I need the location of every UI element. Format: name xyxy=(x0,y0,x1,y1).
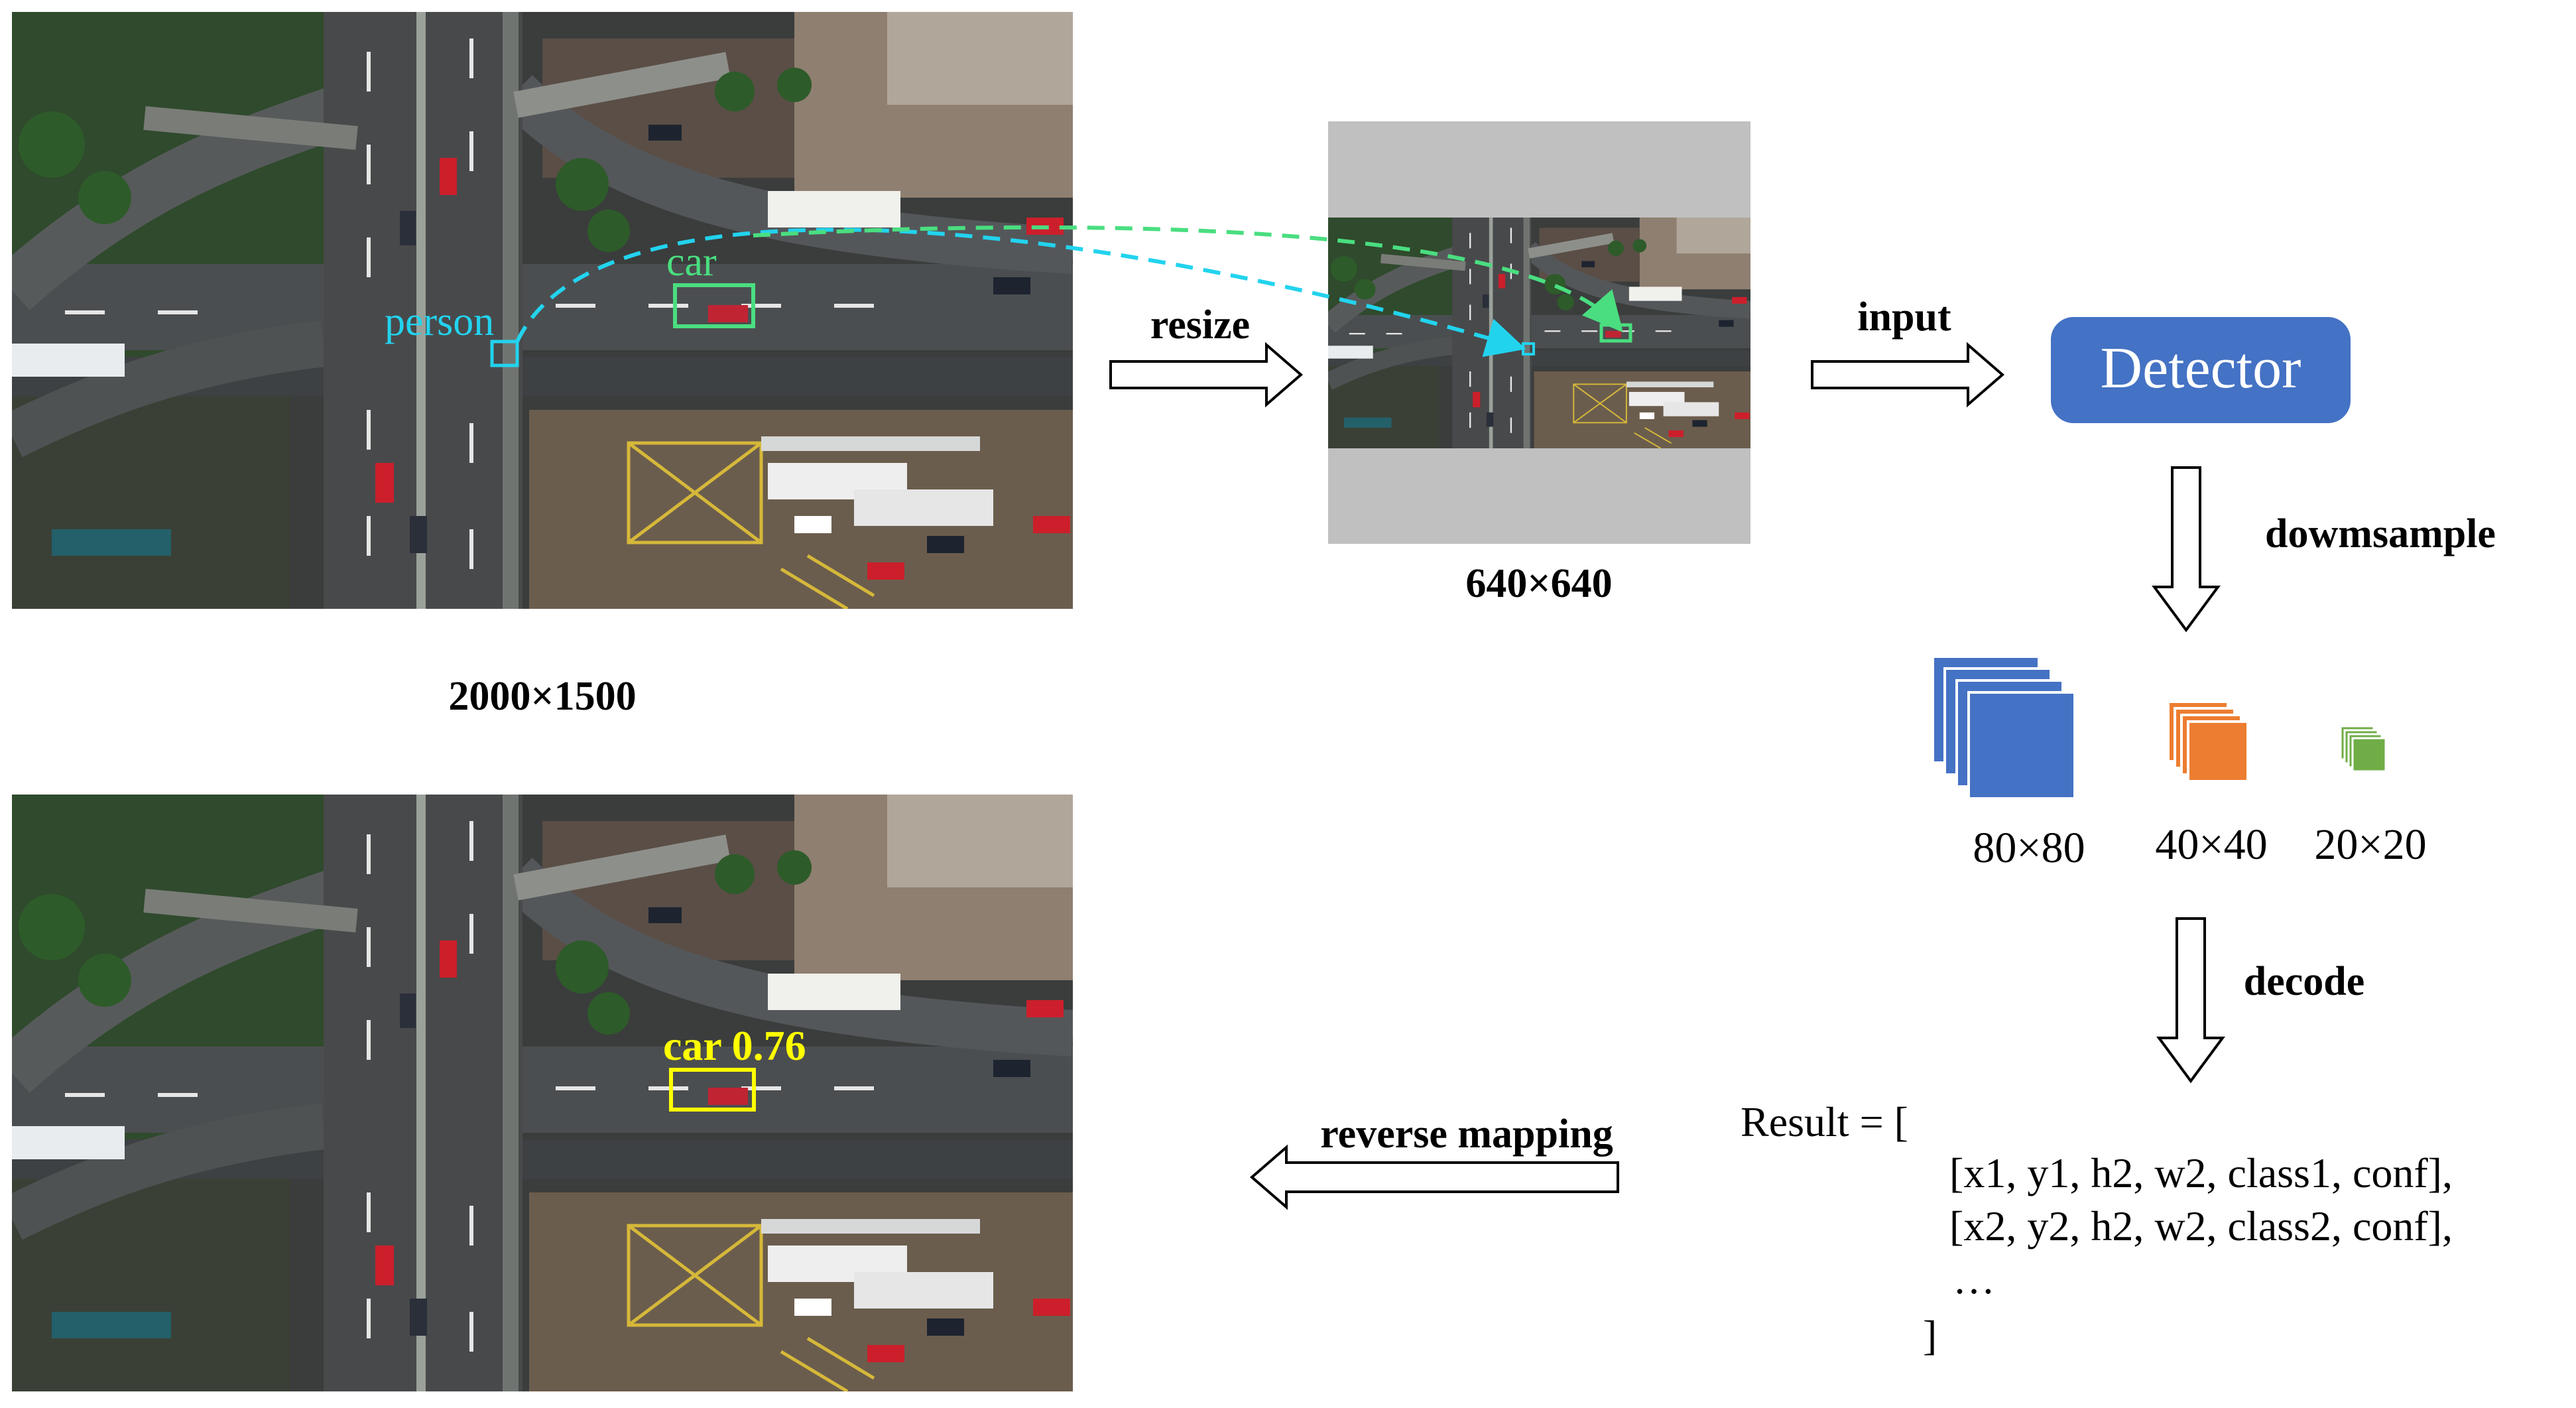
resized-size-label: 640×640 xyxy=(1465,561,1612,606)
result-row-2: [x2, y2, h2, w2, class2, conf], xyxy=(1949,1202,2453,1249)
person-label: person xyxy=(385,299,494,344)
resize-arrow xyxy=(1109,342,1304,408)
result-row-1: [x1, y1, h2, w2, class1, conf], xyxy=(1949,1149,2453,1196)
detector-label: Detector xyxy=(2101,336,2301,401)
car-bounding-box xyxy=(673,283,755,328)
reverse-mapping-arrow xyxy=(1249,1144,1619,1210)
input-arrow xyxy=(1811,342,2005,408)
feature-map-40 xyxy=(2167,700,2249,783)
result-open: Result = [ xyxy=(1741,1098,1908,1145)
feature-map-80-label: 80×80 xyxy=(1973,824,2085,872)
input-label: input xyxy=(1857,294,1951,340)
detection-bounding-box xyxy=(669,1068,756,1112)
downsample-label: dowmsample xyxy=(2265,511,2496,556)
downsample-arrow xyxy=(2152,466,2221,633)
reverse-mapping-label: reverse mapping xyxy=(1320,1112,1613,1157)
person-bounding-box xyxy=(490,340,519,367)
feature-map-40-label: 40×40 xyxy=(2155,820,2267,869)
resized-image xyxy=(1328,218,1750,448)
car-label: car xyxy=(666,239,717,285)
feature-map-80 xyxy=(1932,655,2076,800)
car-mapping-curve xyxy=(753,225,1623,333)
detector-block xyxy=(2051,317,2351,423)
detection-label: car 0.76 xyxy=(663,1022,806,1069)
original-image xyxy=(12,12,1073,609)
result-ellipsis: … xyxy=(1953,1255,1995,1303)
decode-label: decode xyxy=(2244,959,2365,1004)
resize-label: resize xyxy=(1150,302,1250,348)
decode-arrow xyxy=(2156,917,2225,1084)
result-image xyxy=(12,795,1073,1391)
result-close: ] xyxy=(1923,1312,1937,1359)
original-size-label: 2000×1500 xyxy=(448,674,636,719)
feature-map-20 xyxy=(2339,725,2387,773)
feature-map-20-label: 20×20 xyxy=(2314,820,2426,869)
